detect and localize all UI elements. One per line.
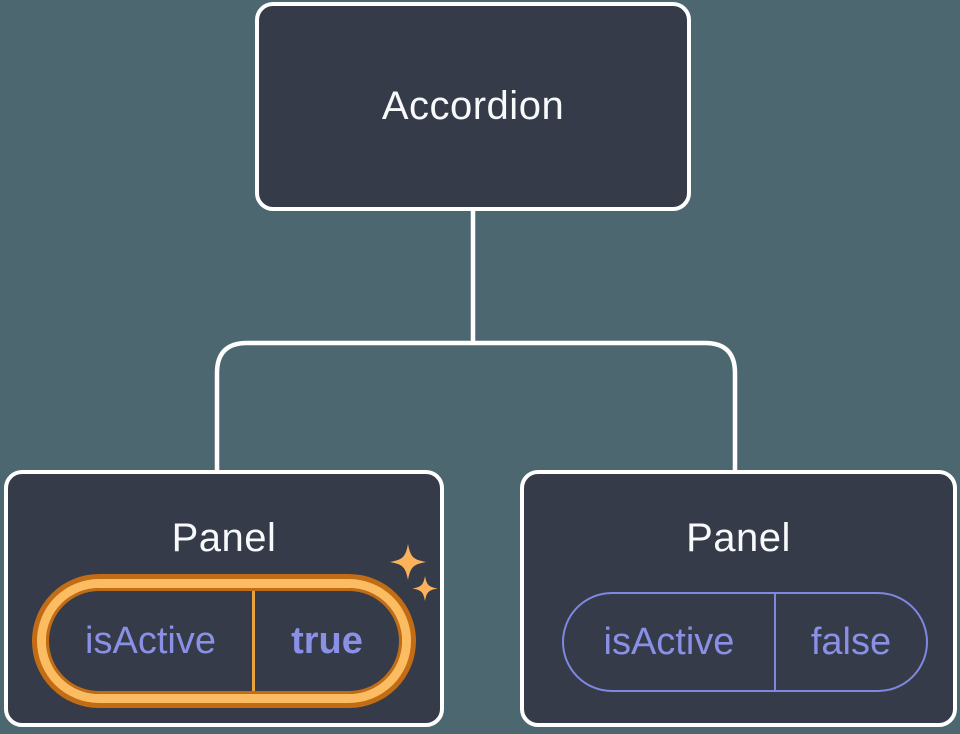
state-pill-active: isActive true [46,588,402,694]
state-key-label: isActive [85,619,216,662]
node-panel-active-label: Panel [171,516,277,560]
state-pill-inactive: isActive false [562,592,928,692]
node-panel-inactive-label: Panel [686,516,791,560]
state-value-label: false [810,620,892,663]
node-panel-active: Panel isActive true [4,470,444,727]
state-value-label: true [291,619,363,662]
node-accordion: Accordion [255,2,691,211]
pill-divider [252,591,255,691]
node-panel-inactive: Panel isActive false [520,470,957,727]
pill-divider [773,594,776,690]
state-key-label: isActive [603,620,735,663]
node-accordion-label: Accordion [381,84,565,128]
